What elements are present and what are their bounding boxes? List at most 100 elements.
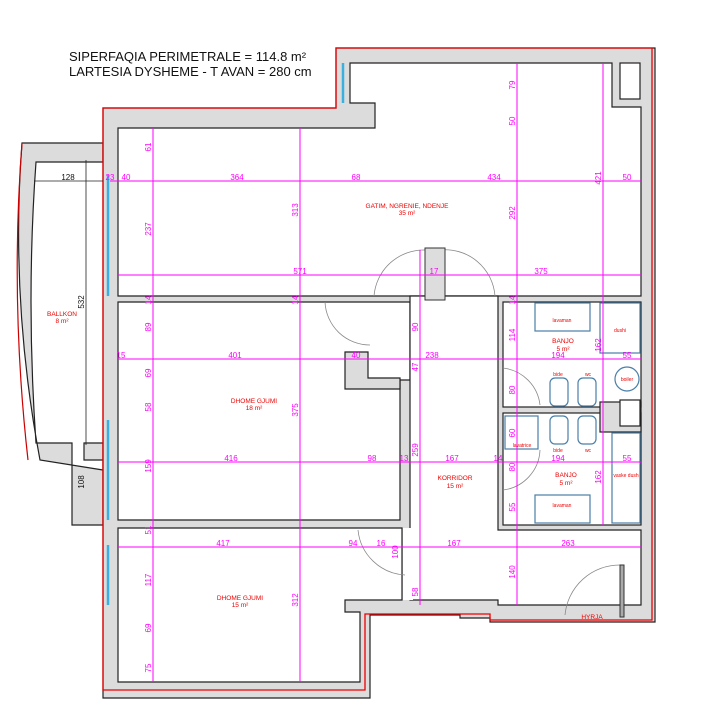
dim-label: 159 <box>144 459 153 473</box>
dim-label: 80 <box>508 462 517 471</box>
dim-label: 50 <box>508 116 517 125</box>
fixture-label: lavaman <box>553 318 572 324</box>
room-area-kitchen: 35 m² <box>399 210 416 217</box>
fixture-label: vaske dush <box>613 473 639 479</box>
dim-label: 114 <box>508 328 517 341</box>
boiler-tank <box>614 366 640 392</box>
wc-2 <box>577 415 597 445</box>
balcony-wall <box>17 142 104 526</box>
dim-label: 117 <box>144 573 153 586</box>
fixture-label: boiler <box>621 377 634 383</box>
room-name-bath2: BANJO <box>555 472 577 479</box>
dim-label: 15 <box>117 351 126 360</box>
dim-label: 100 <box>391 545 400 559</box>
room-name-bedroom2: DHOME GJUMI <box>217 595 263 602</box>
dim-label: 401 <box>228 351 242 360</box>
dim-label: 375 <box>534 267 548 276</box>
kitchen-room <box>117 62 642 297</box>
dim-label: 40 <box>122 173 131 182</box>
room-name-kitchen: GATIM, NGRENIE, NDENJE <box>366 203 450 210</box>
dim-label: 14 <box>494 454 503 463</box>
dim-label: 237 <box>144 222 153 236</box>
wc-1 <box>577 377 597 407</box>
dim-label: 16 <box>377 539 386 548</box>
entrance-door <box>619 564 625 618</box>
pillar <box>344 351 401 390</box>
room-name-bedroom1: DHOME GJUMI <box>231 398 277 405</box>
dim-label: 434 <box>487 173 501 182</box>
fixture-label: wc <box>585 372 592 378</box>
sink-2 <box>534 494 591 524</box>
dim-label: 292 <box>508 206 517 220</box>
dim-label: 259 <box>411 443 420 457</box>
dim-label: 94 <box>349 539 358 548</box>
fixture-label: wc <box>585 448 592 454</box>
door-swing-bedroom2 <box>357 529 406 576</box>
dim-label: 312 <box>291 593 300 607</box>
fixture-label: bide <box>553 448 563 454</box>
dim-label: 98 <box>368 454 377 463</box>
room-name-bath1: BANJO <box>552 338 574 345</box>
dim-label: 89 <box>144 322 153 331</box>
dim-label: 238 <box>425 351 439 360</box>
dim-label: 14 <box>508 295 517 304</box>
dim-label: 108 <box>77 475 86 489</box>
dim-label: 140 <box>508 565 517 579</box>
dim-label: 14 <box>144 295 153 304</box>
bidet-2 <box>549 415 569 445</box>
dim-label: 194 <box>551 351 565 360</box>
shower-1 <box>599 302 641 354</box>
room-area-bath2: 5 m² <box>560 480 574 487</box>
dim-label: 17 <box>430 267 439 276</box>
dim-label: 14 <box>291 295 300 304</box>
dim-label: 90 <box>411 322 420 331</box>
dim-label: 75 <box>144 663 153 672</box>
sliding-door <box>424 247 446 301</box>
dimension-lines <box>34 63 641 682</box>
dim-label: 55 <box>623 351 632 360</box>
dim-label: 532 <box>77 295 86 309</box>
dim-label: 60 <box>508 428 517 437</box>
dim-label: 571 <box>293 267 307 276</box>
dim-label: 51 <box>144 525 153 534</box>
room-area-balcony: 8 m² <box>56 318 70 325</box>
dim-label: 40 <box>352 351 361 360</box>
dim-label: 167 <box>447 539 461 548</box>
dim-label: 50 <box>623 173 632 182</box>
dim-label: 79 <box>508 80 517 89</box>
room-area-bedroom1: 18 m² <box>246 405 263 412</box>
dim-label: 364 <box>230 173 244 182</box>
bedroom2-room <box>117 527 403 683</box>
dim-label: 263 <box>561 539 575 548</box>
fixture-label: bide <box>553 372 563 378</box>
dim-label: 128 <box>61 173 75 182</box>
room-name-balcony: BALLKON <box>47 311 77 318</box>
dim-label: 167 <box>445 454 459 463</box>
ceiling-height-text: LARTESIA DYSHEME - T AVAN = 280 cm <box>69 64 312 79</box>
dim-label: 69 <box>144 623 153 632</box>
fixture-label: lavaman <box>553 503 572 509</box>
sink-1 <box>534 302 591 332</box>
dim-label: 417 <box>216 539 230 548</box>
bidet-1 <box>549 377 569 407</box>
fixture-label: dushi <box>614 328 626 334</box>
dim-label: 421 <box>594 171 603 185</box>
shower-tray-2 <box>611 432 641 524</box>
corridor-room <box>409 295 642 606</box>
outer-outline <box>102 47 653 691</box>
dim-label: 313 <box>291 203 300 217</box>
room-name-entrance: HYRJA <box>581 614 603 621</box>
washing-machine <box>504 415 539 450</box>
dim-label: 58 <box>144 402 153 411</box>
balcony-outline <box>16 142 29 461</box>
room-area-corridor: 15 m² <box>447 483 464 490</box>
shaft <box>619 62 641 100</box>
door-swing-bath <box>502 367 541 406</box>
dim-label: 61 <box>144 142 153 151</box>
door-swing-kitchen <box>373 249 496 297</box>
door-swing-bath2 <box>502 449 541 491</box>
dim-label: 162 <box>594 470 603 484</box>
total-area-text: SIPERFAQIA PERIMETRALE = 114.8 m² <box>69 49 307 64</box>
dim-label: 69 <box>144 368 153 377</box>
